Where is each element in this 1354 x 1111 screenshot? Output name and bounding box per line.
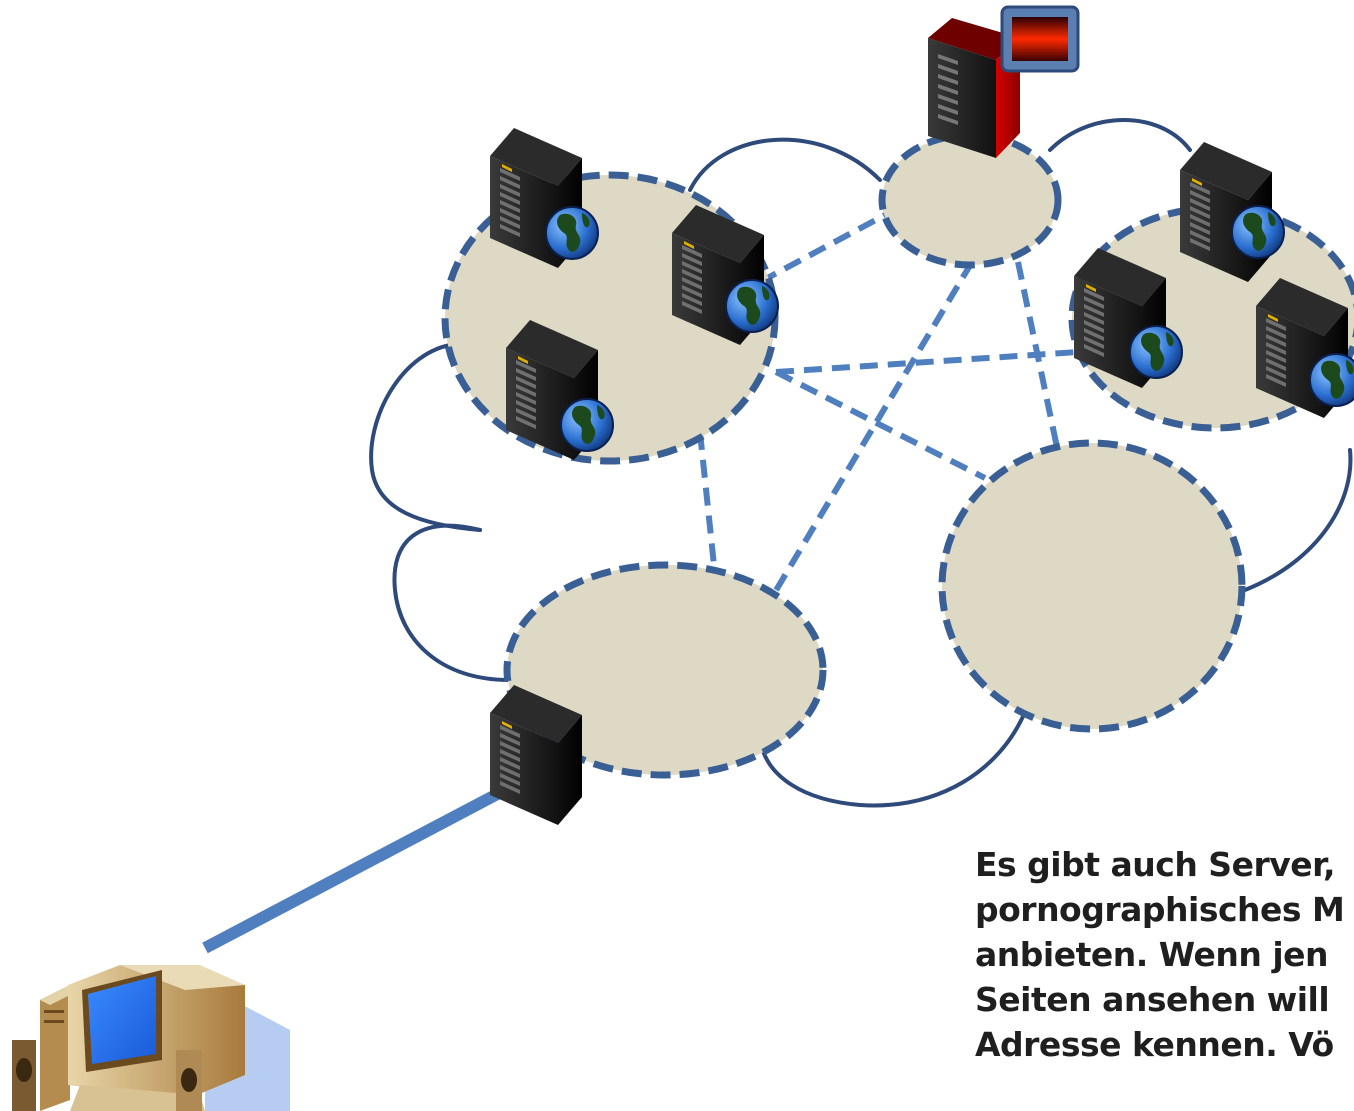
globe-icon	[1231, 205, 1285, 259]
subnet-bottom-right	[938, 439, 1246, 733]
warning-screen-icon	[1000, 5, 1080, 73]
globe-icon	[545, 206, 599, 260]
globe-icon	[1309, 353, 1354, 407]
caption-line: pornographisches M	[975, 890, 1345, 929]
subnet-bottom-left	[503, 561, 827, 779]
caption-line: Es gibt auch Server,	[975, 845, 1336, 884]
client-connection	[202, 784, 508, 954]
internet-cloud	[369, 118, 1353, 808]
flagged-server-icon	[928, 18, 1020, 158]
desktop-computer-icon	[12, 965, 290, 1111]
subnet-links	[697, 212, 1079, 594]
caption-line: Seiten ansehen will	[975, 980, 1330, 1019]
caption-line: Adresse kennen. Vö	[975, 1025, 1334, 1064]
globe-icon	[1129, 325, 1183, 379]
globe-icon	[560, 398, 614, 452]
caption-line: anbieten. Wenn jen	[975, 935, 1329, 974]
caption-text: Es gibt auch Server, pornographisches M …	[975, 842, 1354, 1067]
globe-icon	[725, 279, 779, 333]
subnet-top-center	[878, 131, 1062, 269]
